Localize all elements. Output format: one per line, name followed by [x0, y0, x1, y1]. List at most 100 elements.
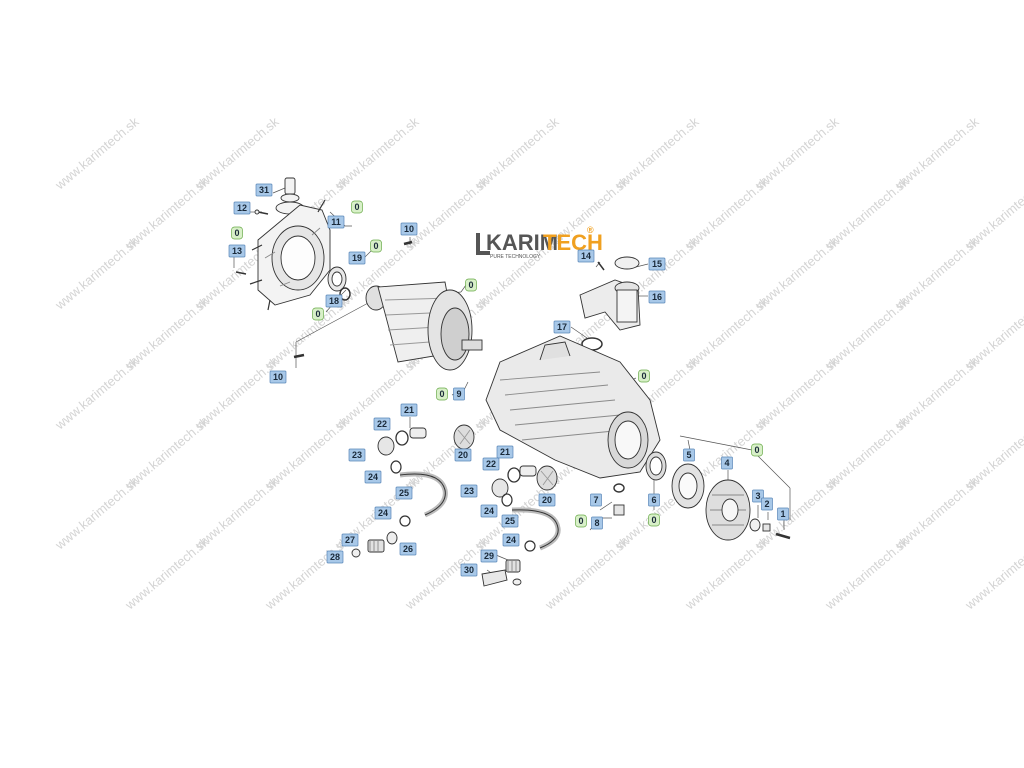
label-box — [341, 533, 359, 547]
label-text: 24 — [484, 506, 494, 516]
label-text: 7 — [593, 495, 598, 505]
part-number-label: 2 — [761, 497, 773, 511]
label-box — [465, 278, 477, 292]
label-box — [374, 506, 392, 520]
label-text: 0 — [754, 445, 759, 455]
part-number-label: 5 — [683, 448, 695, 462]
label-text: 20 — [542, 495, 552, 505]
label-box — [400, 222, 418, 236]
label-text: 8 — [594, 518, 599, 528]
label-text: 23 — [352, 450, 362, 460]
logo-reg-mark: ® — [587, 225, 594, 235]
part-number-label: 23 — [348, 448, 366, 462]
label-box — [538, 493, 556, 507]
part-number-label: 24 — [364, 470, 382, 484]
label-box — [502, 533, 520, 547]
label-text: 0 — [354, 202, 359, 212]
label-text: 23 — [464, 486, 474, 496]
part-number-label: 24 — [480, 504, 498, 518]
label-box — [453, 387, 465, 401]
label-text: 9 — [456, 389, 461, 399]
part-number-label: 22 — [373, 417, 391, 431]
label-box — [752, 489, 764, 503]
label-text: 1 — [780, 509, 785, 519]
label-box — [370, 239, 382, 253]
part-number-label: 12 — [233, 201, 251, 215]
label-text: 29 — [484, 551, 494, 561]
label-box — [638, 369, 650, 383]
label-box — [400, 403, 418, 417]
label-box — [373, 417, 391, 431]
part-number-label: 29 — [480, 549, 498, 563]
part-number-label: 13 — [228, 244, 246, 258]
quantity-zero-label: 0 — [638, 369, 650, 383]
label-box — [590, 493, 602, 507]
label-text: 0 — [373, 241, 378, 251]
quantity-zero-label: 0 — [436, 387, 448, 401]
label-text: 25 — [399, 488, 409, 498]
quantity-zero-label: 0 — [575, 514, 587, 528]
label-text: 21 — [500, 447, 510, 457]
label-box — [255, 183, 273, 197]
part-number-label: 6 — [648, 493, 660, 507]
label-text: 6 — [651, 495, 656, 505]
label-text: 0 — [234, 228, 239, 238]
label-text: 10 — [404, 224, 414, 234]
label-box — [591, 516, 603, 530]
label-text: 20 — [458, 450, 468, 460]
label-text: 4 — [724, 458, 729, 468]
label-box — [327, 215, 345, 229]
part-number-label: 24 — [374, 506, 392, 520]
part-number-label: 30 — [460, 563, 478, 577]
label-box — [648, 513, 660, 527]
label-box — [683, 448, 695, 462]
label-text: 10 — [273, 372, 283, 382]
quantity-zero-label: 0 — [312, 307, 324, 321]
label-box — [348, 448, 366, 462]
label-text: 24 — [506, 535, 516, 545]
label-text: 0 — [651, 515, 656, 525]
part-drawings — [235, 177, 791, 587]
label-box — [454, 448, 472, 462]
part-number-label: 9 — [453, 387, 465, 401]
label-text: 0 — [468, 280, 473, 290]
part-number-label: 7 — [590, 493, 602, 507]
label-box — [269, 370, 287, 384]
part-number-label: 3 — [752, 489, 764, 503]
quantity-zero-label: 0 — [231, 226, 243, 240]
part-number-label: 16 — [648, 290, 666, 304]
label-box — [460, 563, 478, 577]
label-text: 3 — [755, 491, 760, 501]
label-box — [553, 320, 571, 334]
watermark-text: www.karimtech.sk — [52, 474, 142, 553]
logo-bracket-icon — [476, 233, 490, 255]
label-text: 26 — [403, 544, 413, 554]
watermark-text: www.karimtech.sk — [52, 234, 142, 313]
part-number-label: 1 — [777, 507, 789, 521]
watermark-text: www.karimtech.sk — [122, 534, 212, 613]
label-box — [761, 497, 773, 511]
watermark-text: www.karimtech.sk — [52, 354, 142, 433]
quantity-zero-label: 0 — [351, 200, 363, 214]
label-box — [777, 507, 789, 521]
label-box — [348, 251, 366, 265]
part-number-label: 4 — [721, 456, 733, 470]
label-text: 0 — [641, 371, 646, 381]
part-number-label: 19 — [348, 251, 366, 265]
label-text: 0 — [578, 516, 583, 526]
part-number-label: 27 — [341, 533, 359, 547]
label-text: 17 — [557, 322, 567, 332]
part-number-label: 18 — [325, 294, 343, 308]
label-box — [326, 550, 344, 564]
label-box — [575, 514, 587, 528]
label-text: 19 — [352, 253, 362, 263]
part-number-label: 21 — [400, 403, 418, 417]
part-number-label: 22 — [482, 457, 500, 471]
label-box — [228, 244, 246, 258]
label-text: 21 — [404, 405, 414, 415]
label-text: 11 — [331, 217, 341, 227]
part-number-label: 26 — [399, 542, 417, 556]
watermark-text: www.karimtech.sk — [962, 534, 1024, 613]
label-text: 22 — [377, 419, 387, 429]
